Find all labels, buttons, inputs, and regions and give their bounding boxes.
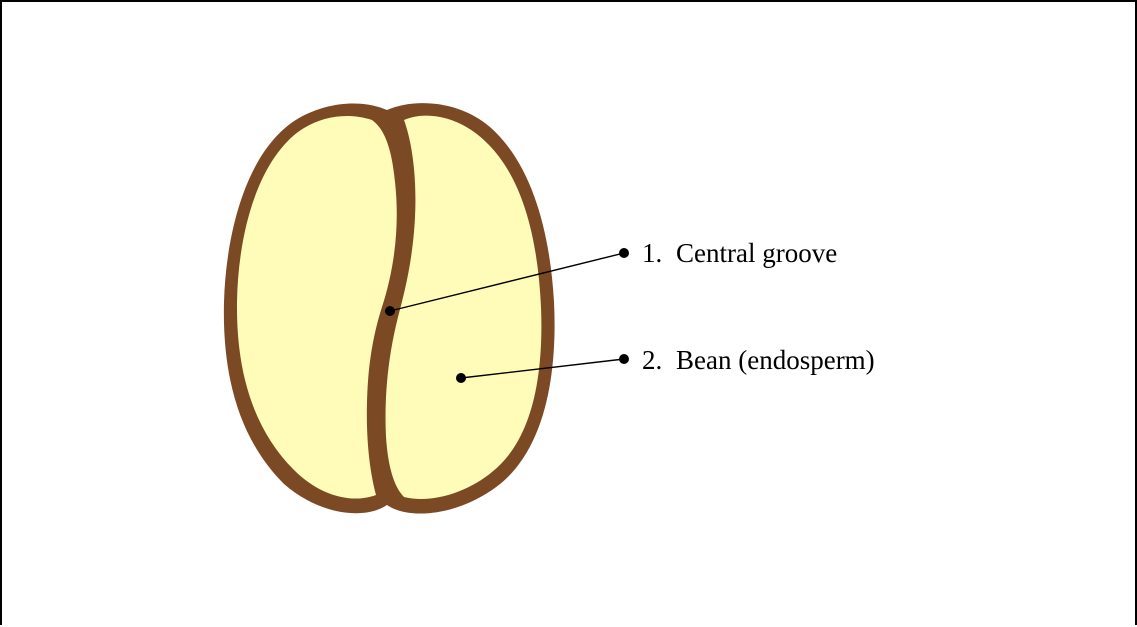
- leader-dot-groove-end: [619, 248, 629, 258]
- label-bean-endosperm: 2. Bean (endosperm): [642, 345, 875, 375]
- label-text: Bean (endosperm): [676, 345, 875, 375]
- leader-dot-groove-start: [385, 306, 395, 316]
- label-text: Central groove: [676, 238, 837, 268]
- label-number: 1.: [642, 238, 662, 268]
- label-central-groove: 1. Central groove: [642, 238, 837, 268]
- leader-dot-bean-start: [456, 373, 466, 383]
- label-number: 2.: [642, 345, 662, 375]
- leader-dot-bean-end: [619, 354, 629, 364]
